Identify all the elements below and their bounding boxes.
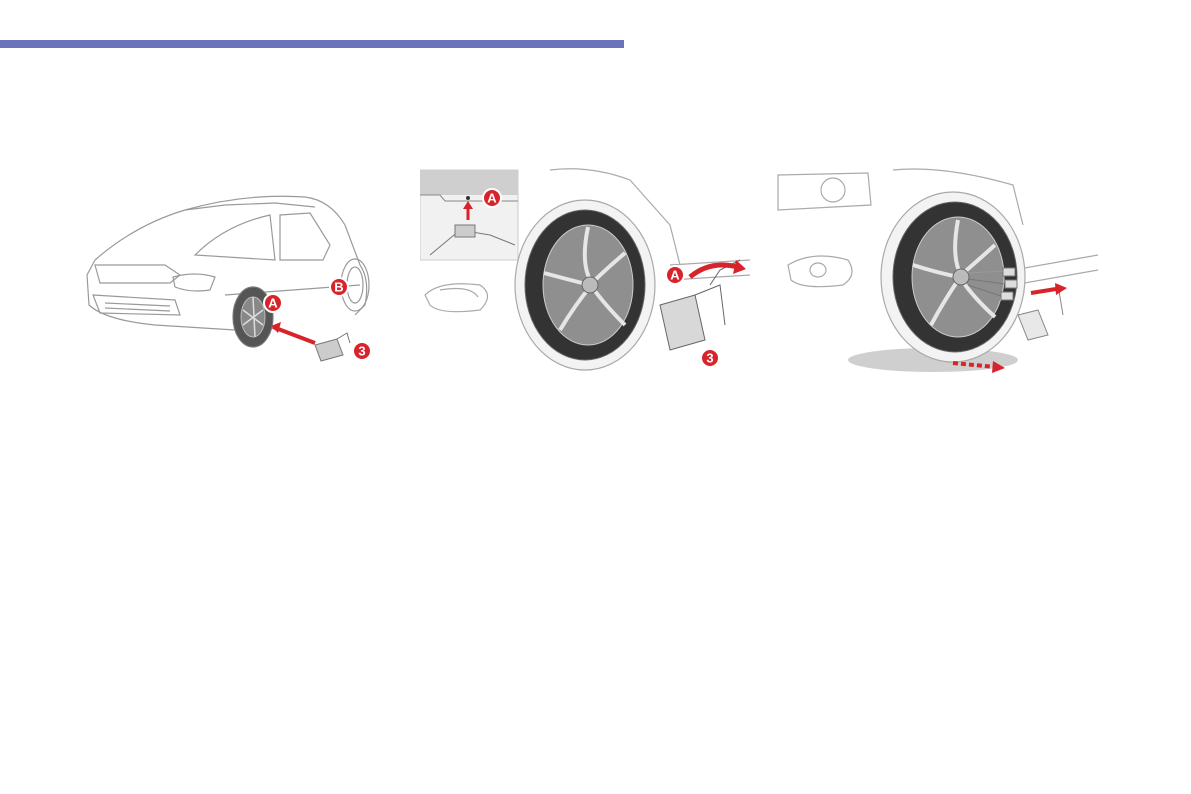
badge-3-icon: 3	[701, 349, 719, 367]
jack-icon	[315, 333, 350, 361]
badge-B-icon: B	[330, 278, 348, 296]
badge-3-icon: 3	[353, 342, 371, 360]
car-outline-drawing: A B 3	[75, 165, 395, 380]
svg-text:A: A	[487, 191, 497, 206]
badge-A-icon: A	[666, 266, 684, 284]
illustration-jack-under-sill: A	[420, 165, 750, 380]
badge-A-icon: A	[483, 189, 501, 207]
svg-text:A: A	[670, 268, 680, 283]
arrow-icon	[273, 327, 315, 343]
jack-sill-drawing: A	[420, 165, 750, 380]
svg-text:3: 3	[706, 351, 713, 366]
badge-A-icon: A	[264, 294, 282, 312]
illustration-wheel-removal	[773, 165, 1103, 380]
illustration-car-jack-position: A B 3	[75, 165, 395, 380]
arrow-icon	[690, 265, 738, 277]
svg-text:B: B	[334, 280, 343, 295]
wheel-removal-drawing	[773, 165, 1103, 380]
svg-text:A: A	[268, 296, 278, 311]
arrow-icon	[1031, 289, 1056, 293]
svg-text:3: 3	[358, 344, 365, 359]
section-header-bar	[0, 40, 624, 48]
